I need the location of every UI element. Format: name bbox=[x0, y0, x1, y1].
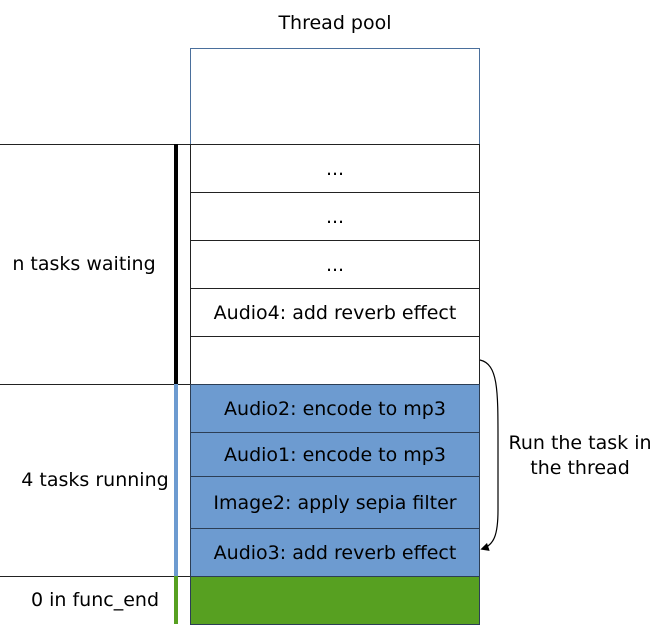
diagram-title: Thread pool bbox=[278, 12, 392, 34]
waiting-task-cell: ... bbox=[190, 192, 480, 240]
run-task-arrow bbox=[479, 359, 499, 551]
running-group-label: 4 tasks running bbox=[21, 469, 169, 491]
run-task-note: Run the task in the thread bbox=[508, 432, 652, 479]
func-end-cell bbox=[190, 576, 480, 625]
waiting-bracket-bar bbox=[174, 144, 178, 384]
running-top-divider bbox=[0, 384, 190, 385]
running-task-cell: Audio3: add reverb effect bbox=[190, 528, 480, 576]
waiting-task-cell: ... bbox=[190, 240, 480, 288]
waiting-task-cell: ... bbox=[190, 144, 480, 192]
thread-pool-empty-space bbox=[190, 48, 480, 145]
waiting-task-cell-empty bbox=[190, 336, 480, 384]
waiting-top-divider bbox=[0, 144, 190, 145]
func-end-bracket-bar bbox=[174, 576, 178, 624]
waiting-group-label: n tasks waiting bbox=[12, 253, 156, 275]
func-end-group-label: 0 in func_end bbox=[31, 589, 159, 611]
func-end-top-divider bbox=[0, 576, 190, 577]
running-task-cell: Image2: apply sepia filter bbox=[190, 476, 480, 528]
running-task-cell: Audio2: encode to mp3 bbox=[190, 384, 480, 432]
running-task-cell: Audio1: encode to mp3 bbox=[190, 432, 480, 476]
running-bracket-bar bbox=[174, 384, 178, 576]
waiting-task-cell: Audio4: add reverb effect bbox=[190, 288, 480, 336]
